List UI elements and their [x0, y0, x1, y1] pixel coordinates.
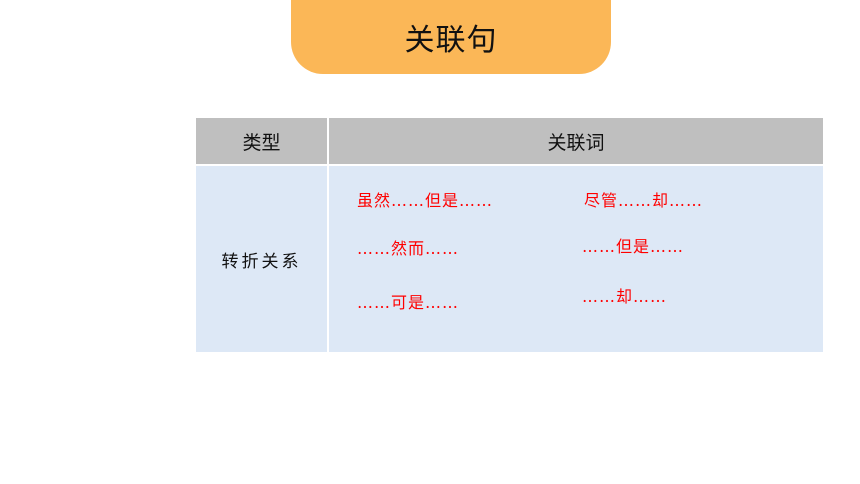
header-words-cell: 关联词 — [329, 118, 823, 164]
relation-type-cell: 转折关系 — [196, 166, 327, 352]
conjunction-words-cell: 虽然……但是…… 尽管……却…… ……然而…… ……但是…… ……可是…… ……… — [329, 166, 823, 352]
header-type-cell: 类型 — [196, 118, 327, 164]
conjunction-table: 类型 关联词 转折关系 虽然……但是…… 尽管……却…… ……然而…… ……但是… — [196, 118, 823, 352]
table-row: 转折关系 虽然……但是…… 尽管……却…… ……然而…… ……但是…… ……可是… — [196, 166, 823, 352]
conjunction-word: ……然而…… — [357, 239, 460, 258]
page-title: 关联句 — [404, 23, 498, 58]
table-header-row: 类型 关联词 — [196, 118, 823, 164]
conjunction-word: 虽然……但是…… — [357, 191, 494, 210]
conjunction-word: 尽管……却…… — [584, 191, 704, 210]
title-tab: 关联句 — [291, 0, 611, 74]
conjunction-word: ……可是…… — [357, 293, 460, 312]
conjunction-word: ……却…… — [582, 287, 668, 306]
conjunction-word: ……但是…… — [582, 237, 685, 256]
